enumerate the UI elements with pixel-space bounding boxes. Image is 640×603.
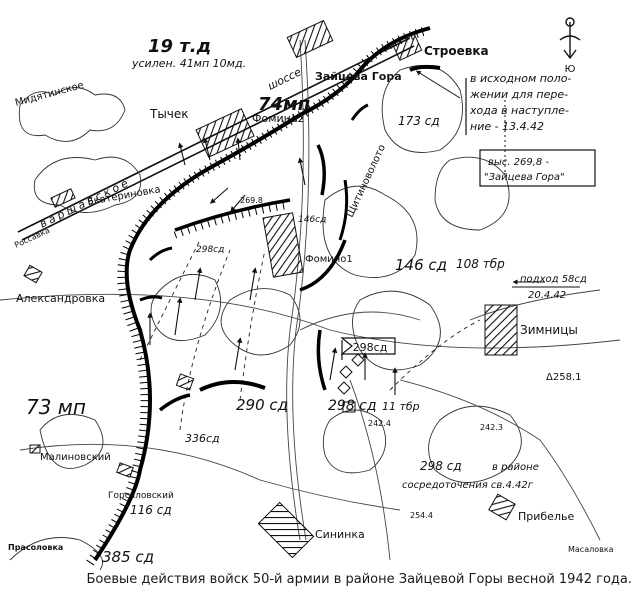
label-h2698: 269.8 [240,196,263,205]
hill-box [479,149,596,187]
note-line1: в исходном поло- [470,72,571,85]
label-fomino2: Фомино2 [252,112,305,125]
label-zaitseva-gora: Зайцева Гора [315,70,402,83]
label-sininka: Сининка [315,528,365,541]
note-line3: хода в наступле- [469,104,569,117]
north-arrow-icon [559,17,581,60]
label-pribelye: Прибелье [518,510,574,523]
label-sd385: 385 сд [102,548,154,566]
label-tbr11: 11 тбр [382,400,420,413]
label-regt74: 74мп [258,94,310,115]
label-prasolovka: Прасоловка [8,543,63,552]
north-letter: Ю [565,64,576,75]
label-shchitino: Щитиноволото [345,143,388,219]
battle-map: 298сд Ю 19 т.д усилен. 41мп 10мд. Мидяти… [0,17,621,570]
label-sd116: 116 сд [130,503,172,517]
label-h2423: 242.3 [480,423,503,432]
label-tbr108: 108 тбр [456,257,505,271]
approach-line2: 20.4.42 [528,290,566,301]
label-h2581: Δ258.1 [546,372,581,383]
label-regt73: 73 мп [26,395,86,419]
label-stroevka: Строевка [424,44,489,58]
note-line4: ние - 13.4.42 [470,120,544,133]
label-sd298-small: 298сд [196,245,224,255]
label-sd298b: 298 сд [420,459,462,473]
note-line2: жении для пере- [469,88,568,101]
map-caption: Боевые действия войск 50-й армии в район… [86,572,632,587]
label-h2544: 254.4 [410,511,433,520]
pointer-lines [415,70,545,285]
label-h2424: 242.4 [368,419,391,428]
label-rossavka: Россавка [13,226,51,250]
label-sd146: 146 сд [395,256,447,274]
label-aleksandrovka: Александровка [16,292,105,305]
label-sd173: 173 сд [398,114,440,128]
label-malinovsky: Малиновский [40,452,111,463]
label-sosred: сосредоточения св.4.42г [402,480,534,491]
settlements [23,19,518,559]
label-shosse: шоссе [266,65,304,92]
label-masalovka: Масаловка [568,545,614,554]
label-mydyatinskoe: Мидятинское [14,80,85,109]
hill-line1: выс. 269,8 - [488,157,549,168]
roads [0,39,621,561]
map-labels: 19 т.д усилен. 41мп 10мд. Мидятинское Ты… [8,36,614,566]
front-line [86,26,441,566]
flag-298-label: 298сд [353,341,388,354]
label-zimnitsy: Зимницы [520,323,578,337]
label-varshavskoe: варшавское [38,175,133,230]
label-sd298: 298 сд [328,398,377,414]
label-tychek: Тычек [149,107,189,121]
label-sd336: 336сд [185,432,220,445]
label-sd146-small: 146сд [298,215,326,225]
label-vrayone: в районе [492,462,539,473]
label-gorsalovsky: Горсаловский [108,491,174,501]
label-div19: 19 т.д [148,36,211,57]
label-reinforced: усилен. 41мп 10мд. [131,57,246,70]
forest-outlines [9,65,522,570]
label-fomino1: Фомино1 [305,254,353,265]
label-sd290: 290 сд [236,396,288,414]
unit-symbols [337,353,365,413]
hill-line2: "Зайцева Гора" [484,172,565,183]
approach-line1: подход 58сд [520,274,587,285]
flag-298: 298сд [340,337,396,360]
